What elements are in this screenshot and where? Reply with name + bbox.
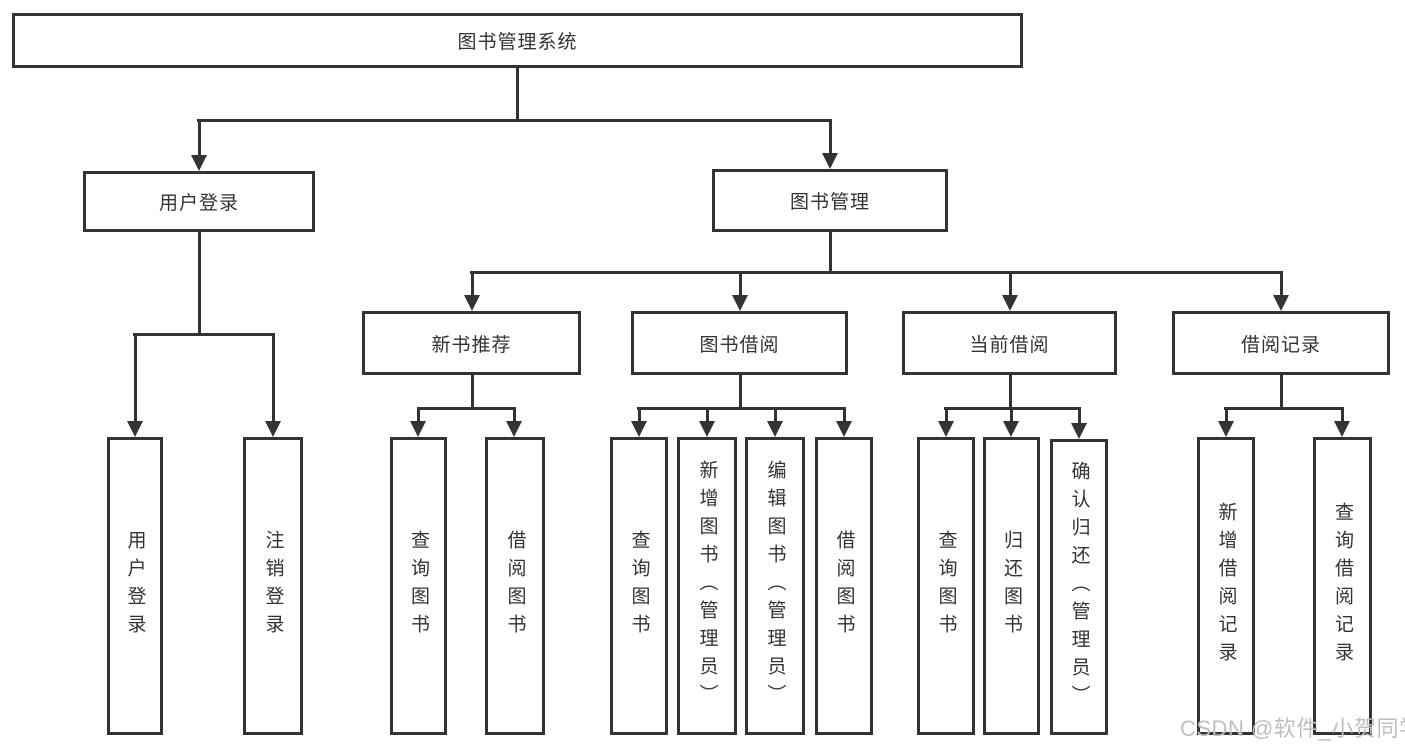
leaf-borrow-books-recommend: 借阅图书	[485, 437, 545, 735]
connector-line	[197, 119, 201, 157]
leaf-query-books-borrow: 查询图书	[610, 437, 668, 735]
node-label: 新书推荐	[431, 334, 512, 356]
connector-line	[470, 271, 474, 297]
node-label: 图书借阅	[699, 334, 780, 356]
leaf-query-books-recommend: 查询图书	[390, 437, 447, 735]
leaf-return-books: 归还图书	[983, 437, 1040, 735]
connector-line	[512, 407, 516, 423]
node-user-login: 用户登录	[83, 171, 315, 232]
arrow-down-icon	[1218, 421, 1234, 437]
node-label: 查询借阅记录	[1332, 502, 1353, 670]
arrow-down-icon	[1273, 295, 1289, 311]
arrow-down-icon	[506, 421, 522, 437]
leaf-logout: 注销登录	[243, 437, 303, 735]
connector-line	[470, 271, 1283, 274]
connector-line	[1279, 375, 1283, 410]
connector-line	[705, 407, 709, 423]
node-current-borrow: 当前借阅	[902, 311, 1117, 375]
arrow-down-icon	[410, 421, 426, 437]
node-label: 注销登录	[262, 530, 284, 642]
node-label: 借阅记录	[1240, 334, 1321, 356]
leaf-borrow-books: 借阅图书	[815, 437, 873, 735]
connector-line	[828, 232, 832, 274]
node-label: 图书管理	[789, 192, 870, 213]
arrow-down-icon	[464, 295, 480, 311]
connector-line	[1008, 271, 1012, 297]
arrow-down-icon	[767, 421, 783, 437]
connector-line	[944, 407, 1081, 410]
arrow-down-icon	[1071, 423, 1087, 439]
arrow-down-icon	[1003, 421, 1019, 437]
leaf-confirm-return-admin: 确认归还（管理员）	[1050, 439, 1108, 735]
connector-line	[738, 375, 742, 410]
leaf-query-borrow-record: 查询借阅记录	[1313, 437, 1372, 735]
connector-line	[842, 407, 846, 423]
node-label: 借阅图书	[504, 530, 526, 642]
node-new-book-recommend: 新书推荐	[362, 311, 581, 375]
connector-line	[197, 119, 832, 122]
connector-line	[738, 271, 742, 297]
leaf-user-login: 用户登录	[107, 437, 163, 735]
csdn-watermark: CSDN @软件_小贺同学	[1180, 716, 1405, 741]
connector-line	[133, 333, 275, 336]
arrow-down-icon	[836, 421, 852, 437]
arrow-down-icon	[822, 153, 838, 169]
node-label: 图书管理系统	[457, 32, 578, 53]
connector-line	[417, 407, 516, 410]
connector-line	[637, 407, 846, 410]
node-book-borrow: 图书借阅	[631, 311, 848, 375]
leaf-add-book-admin: 新增图书（管理员）	[677, 437, 737, 735]
node-book-management: 图书管理	[712, 169, 948, 232]
connector-line	[271, 333, 275, 423]
arrow-down-icon	[265, 421, 281, 437]
connector-line	[1009, 407, 1013, 423]
node-label: 确认归还（管理员）	[1068, 461, 1090, 713]
connector-line	[470, 375, 474, 410]
node-label: 新增图书（管理员）	[696, 460, 718, 712]
connector-line	[1224, 407, 1228, 423]
node-label: 归还图书	[1001, 530, 1022, 642]
connector-line	[197, 231, 201, 336]
connector-line	[773, 407, 777, 423]
arrow-down-icon	[732, 295, 748, 311]
arrow-down-icon	[191, 155, 207, 171]
connector-line	[1279, 271, 1283, 297]
node-label: 新增借阅记录	[1215, 502, 1237, 670]
node-label: 用户登录	[158, 193, 239, 214]
connector-line	[1008, 375, 1012, 410]
connector-line	[944, 407, 948, 423]
connector-line	[1340, 407, 1344, 423]
connector-line	[515, 68, 519, 122]
connector-line	[1224, 407, 1344, 410]
arrow-down-icon	[127, 421, 143, 437]
node-label: 用户登录	[124, 530, 146, 642]
connector-line	[637, 407, 641, 423]
leaf-add-borrow-record: 新增借阅记录	[1197, 437, 1255, 735]
arrow-down-icon	[631, 421, 647, 437]
connector-line	[133, 333, 137, 423]
node-borrow-records: 借阅记录	[1172, 311, 1390, 375]
leaf-query-books-current: 查询图书	[917, 437, 975, 735]
node-label: 借阅图书	[833, 530, 855, 642]
node-label: 查询图书	[628, 530, 650, 642]
node-label: 查询图书	[935, 530, 957, 642]
node-label: 编辑图书（管理员）	[764, 460, 786, 712]
arrow-down-icon	[938, 421, 954, 437]
node-label: 当前借阅	[969, 334, 1050, 356]
leaf-edit-book-admin: 编辑图书（管理员）	[745, 437, 805, 735]
node-root-library-system: 图书管理系统	[12, 13, 1023, 68]
arrow-down-icon	[1334, 421, 1350, 437]
node-label: 查询图书	[408, 530, 429, 642]
arrow-down-icon	[699, 421, 715, 437]
connector-line	[828, 119, 832, 155]
connector-line	[416, 407, 420, 423]
connector-line	[1077, 407, 1081, 425]
arrow-down-icon	[1002, 295, 1018, 311]
